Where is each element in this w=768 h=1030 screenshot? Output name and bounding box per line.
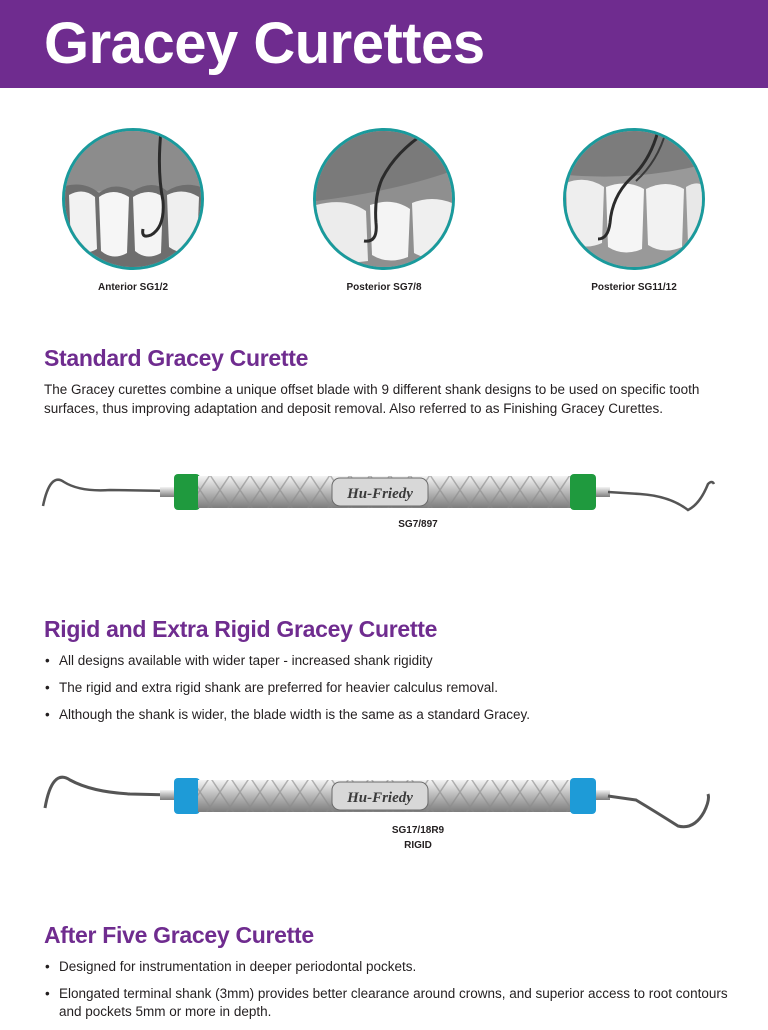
- rigid-bullet-list: All designs available with wider taper -…: [45, 652, 735, 733]
- after-five-bullet-list: Designed for instrumentation in deeper p…: [45, 958, 735, 1030]
- svg-text:Hu-Friedy: Hu-Friedy: [346, 486, 413, 502]
- figure-caption: Posterior SG7/8: [346, 282, 422, 293]
- instrument-sg7-8: Hu-Friedy SG7/897: [40, 460, 730, 530]
- svg-text:Hu-Friedy: Hu-Friedy: [346, 790, 413, 806]
- clinical-photo-posterior-11-12: [563, 128, 705, 270]
- instrument-sg17-18r9: Hu-Friedy SG17/18R9 RIGID: [40, 762, 730, 851]
- list-item: Although the shank is wider, the blade w…: [45, 706, 735, 724]
- list-item: All designs available with wider taper -…: [45, 652, 735, 670]
- figure-posterior-7-8: Posterior SG7/8: [309, 128, 459, 293]
- section-heading-standard: Standard Gracey Curette: [44, 345, 309, 371]
- figure-anterior: Anterior SG1/2: [58, 128, 208, 293]
- section-heading-after-five: After Five Gracey Curette: [44, 922, 314, 948]
- figure-caption: Posterior SG11/12: [591, 282, 677, 293]
- instrument-caption: SG7/897: [398, 519, 438, 530]
- list-item: Designed for instrumentation in deeper p…: [45, 958, 735, 976]
- instrument-caption: SG17/18R9: [391, 825, 445, 836]
- clinical-photo-posterior-7-8: [313, 128, 455, 270]
- page-title: Gracey Curettes: [44, 11, 485, 76]
- instrument-subcaption: RIGID: [404, 840, 432, 851]
- standard-description: The Gracey curettes combine a unique off…: [44, 382, 700, 416]
- header-bar: Gracey Curettes: [0, 0, 768, 88]
- list-item: Elongated terminal shank (3mm) provides …: [45, 985, 735, 1021]
- figure-posterior-11-12: Posterior SG11/12: [559, 128, 709, 293]
- clinical-photo-anterior: [62, 128, 204, 270]
- section-heading-rigid: Rigid and Extra Rigid Gracey Curette: [44, 616, 438, 642]
- figure-caption: Anterior SG1/2: [97, 282, 169, 293]
- list-item: The rigid and extra rigid shank are pref…: [45, 679, 735, 697]
